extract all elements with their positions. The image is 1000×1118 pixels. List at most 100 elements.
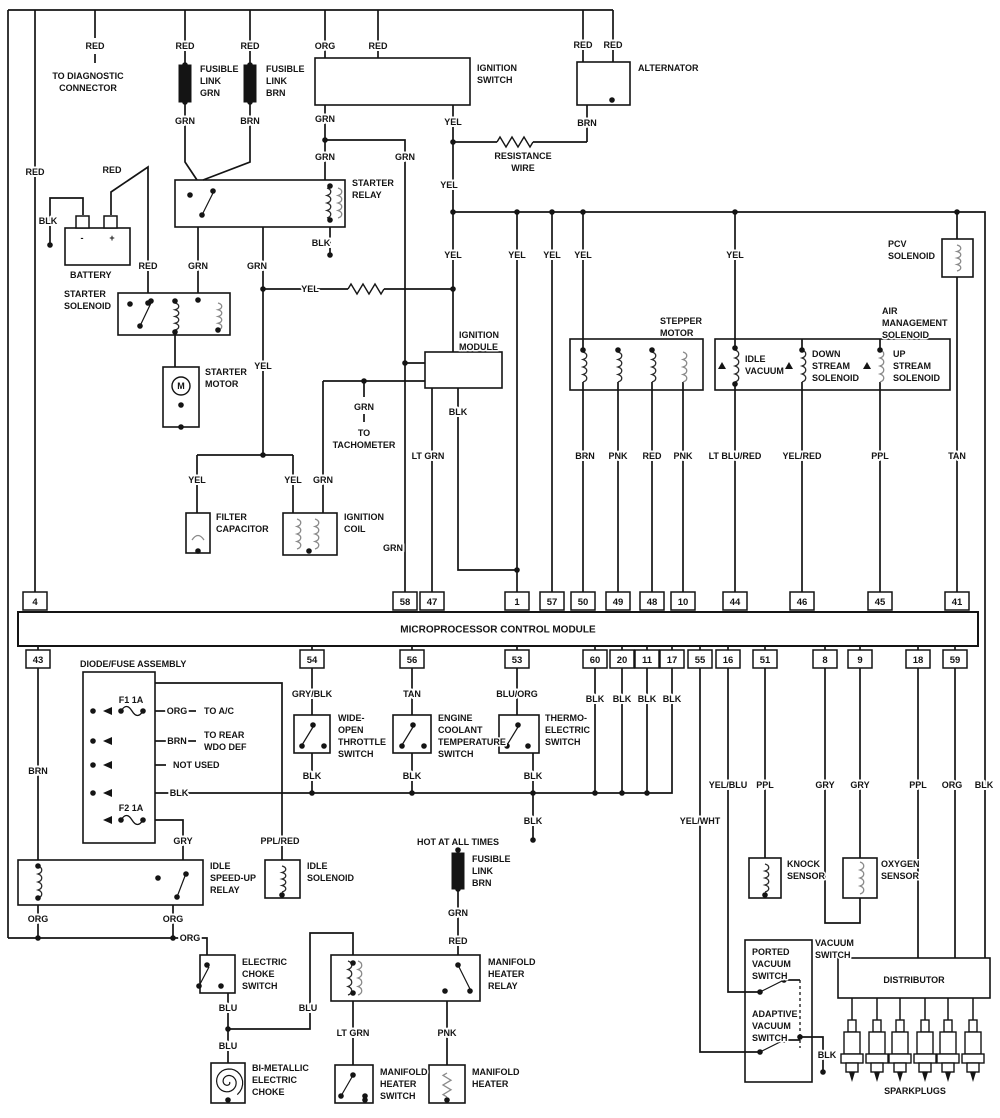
wire-label: RED xyxy=(240,41,260,51)
junction-dot xyxy=(127,301,133,307)
wire-label: GRN xyxy=(315,114,335,124)
wire-label: LT BLU/RED xyxy=(709,451,762,461)
component-label: MOTOR xyxy=(660,328,694,338)
component-label: F1 1A xyxy=(119,695,144,705)
coil-winding xyxy=(799,349,807,383)
wire-label: RED xyxy=(573,40,593,50)
component-label: HEATER xyxy=(380,1079,417,1089)
sparkplug-tip xyxy=(849,1072,855,1082)
junction-dot xyxy=(362,1093,368,1099)
wire-label: BRN xyxy=(28,766,48,776)
component-label: COOLANT xyxy=(438,725,483,735)
sparkplug-stem xyxy=(920,1019,930,1033)
junction-dot xyxy=(279,892,285,898)
wire-label: BRN xyxy=(575,451,595,461)
ignition-module-box xyxy=(424,351,503,389)
wire xyxy=(457,388,517,571)
junction-dot xyxy=(580,209,586,215)
pin-49-box xyxy=(605,591,631,611)
resistor-zigzag xyxy=(496,135,534,149)
junction-dot xyxy=(455,886,461,892)
junction-dot xyxy=(327,252,333,258)
pin-9-number: 9 xyxy=(857,655,862,666)
junction-dot xyxy=(90,708,96,714)
wire xyxy=(8,937,208,955)
component-label: BATTERY xyxy=(70,270,112,280)
wire-label: RED xyxy=(25,167,45,177)
battery-box xyxy=(64,227,131,266)
pin-44-box xyxy=(722,591,748,611)
junction-dot xyxy=(442,988,448,994)
junction-dot xyxy=(183,871,189,877)
wire-label: BLK xyxy=(303,771,322,781)
sparkplug-tip xyxy=(897,1072,903,1082)
component-label: ELECTRIC xyxy=(252,1075,298,1085)
pin-48-number: 48 xyxy=(647,597,658,608)
component-label: MANIFOLD xyxy=(380,1067,428,1077)
pin-16-box xyxy=(715,649,741,669)
knock-sensor-box xyxy=(748,857,782,899)
sparkplug-tip xyxy=(922,1072,928,1082)
wire-label: YEL/RED xyxy=(782,451,822,461)
wire-label: GRY xyxy=(173,836,192,846)
wire xyxy=(228,932,354,1030)
component-label: HEATER xyxy=(488,969,525,979)
coil-winding xyxy=(279,865,287,893)
pin-45-number: 45 xyxy=(875,597,886,608)
component-label: BRN xyxy=(266,88,286,98)
junction-dot xyxy=(321,743,327,749)
component-label: PCV xyxy=(888,239,907,249)
junction-dot xyxy=(350,1072,356,1078)
pin-17-box xyxy=(659,649,685,669)
component-label: TO REAR xyxy=(204,730,245,740)
component-label: WDO DEF xyxy=(204,742,247,752)
diode-icon xyxy=(103,789,112,797)
battery-post-pos xyxy=(103,215,118,229)
junction-dot xyxy=(444,1097,450,1103)
solenoid-arrow-icon xyxy=(863,362,871,369)
junction-dot xyxy=(338,1093,344,1099)
junction-dot xyxy=(649,347,655,353)
junction-dot xyxy=(187,192,193,198)
pin-49-number: 49 xyxy=(613,597,624,608)
wire-label: BLK xyxy=(663,694,682,704)
wire-label: LT GRN xyxy=(412,451,445,461)
junction-dot xyxy=(732,345,738,351)
pin-41-number: 41 xyxy=(952,597,963,608)
junction-dot xyxy=(247,99,253,105)
junction-dot xyxy=(306,548,312,554)
component-label: FUSIBLE xyxy=(200,64,239,74)
pin-59-number: 59 xyxy=(950,655,961,666)
wire-label: RED xyxy=(603,40,623,50)
junction-dot xyxy=(762,892,768,898)
coil-winding xyxy=(294,518,302,550)
microprocessor-module-label: MICROPROCESSOR CONTROL MODULE xyxy=(400,625,596,636)
solenoid-arrow-icon xyxy=(785,362,793,369)
idle-speedup-relay-box xyxy=(17,859,204,906)
sparkplug-body xyxy=(843,1031,861,1055)
wot-switch-box xyxy=(293,714,331,754)
switch-contact-line xyxy=(201,192,214,216)
component-label: FILTER xyxy=(216,512,247,522)
starter-solenoid-box xyxy=(117,292,231,336)
diode-icon xyxy=(103,761,112,769)
wire-label: ORG xyxy=(180,933,201,943)
wire-label: BLK xyxy=(524,816,543,826)
junction-dot xyxy=(90,790,96,796)
wire-label: TAN xyxy=(948,451,966,461)
junction-dot xyxy=(409,790,415,796)
pin-53-box xyxy=(504,649,530,669)
wire-label: LT GRN xyxy=(337,1028,370,1038)
pin-56-number: 56 xyxy=(407,655,418,666)
sparkplug-stem xyxy=(943,1019,953,1033)
wire-label: BLK xyxy=(524,771,543,781)
junction-dot xyxy=(137,323,143,329)
wire-label: GRN xyxy=(383,543,403,553)
wire-label: BLK xyxy=(170,788,189,798)
pin-11-number: 11 xyxy=(642,655,653,666)
battery-minus: - xyxy=(81,233,84,243)
junction-dot xyxy=(327,183,333,189)
junction-dot xyxy=(118,708,124,714)
wire-label: YEL xyxy=(440,180,458,190)
sparkplug-body xyxy=(916,1031,934,1055)
